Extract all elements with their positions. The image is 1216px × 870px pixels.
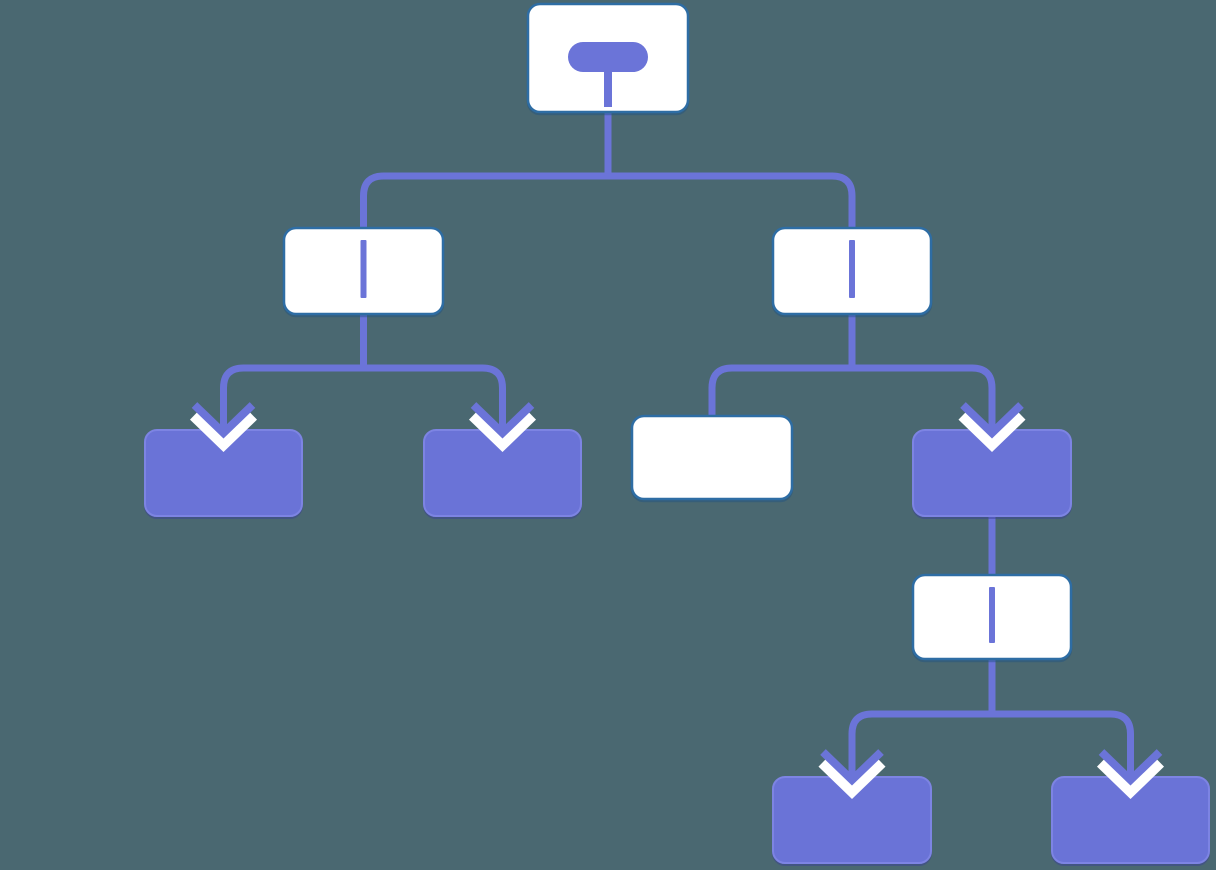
double-chevron-arrow-icon — [958, 398, 1026, 453]
chevron-purple-head — [191, 402, 256, 439]
double-chevron-arrow-icon — [468, 398, 537, 453]
double-chevron-arrow-icon — [189, 398, 258, 453]
root-pill-icon — [568, 42, 648, 72]
connector-edge — [360, 172, 856, 228]
connector-edge — [220, 364, 506, 433]
chevron-purple-head — [470, 402, 535, 439]
branch-node-left[interactable] — [282, 226, 445, 316]
chevron-white-outline — [468, 410, 537, 453]
chevron-white-outline — [189, 410, 258, 453]
branch-node-right[interactable] — [771, 226, 933, 316]
chevron-purple-head — [820, 749, 884, 786]
passthrough-line-icon — [360, 240, 367, 298]
double-chevron-arrow-icon — [818, 745, 886, 800]
chevron-white-outline — [958, 410, 1026, 453]
branch-node-lower[interactable] — [911, 573, 1073, 661]
plain-node-mid-right-body[interactable] — [630, 414, 794, 501]
plain-node-mid-right[interactable] — [630, 414, 794, 501]
passthrough-line-icon — [849, 240, 855, 298]
connector-edge — [708, 364, 996, 433]
root-pill-stem-icon — [604, 68, 612, 107]
root-node[interactable] — [526, 2, 690, 114]
passthrough-line-icon — [989, 587, 995, 643]
chevron-white-outline — [1096, 757, 1165, 800]
connector-edge — [848, 710, 1134, 780]
chevron-purple-head — [1098, 749, 1163, 786]
chevron-white-outline — [818, 757, 886, 800]
double-chevron-arrow-icon — [1096, 745, 1165, 800]
chevron-purple-head — [960, 402, 1024, 439]
